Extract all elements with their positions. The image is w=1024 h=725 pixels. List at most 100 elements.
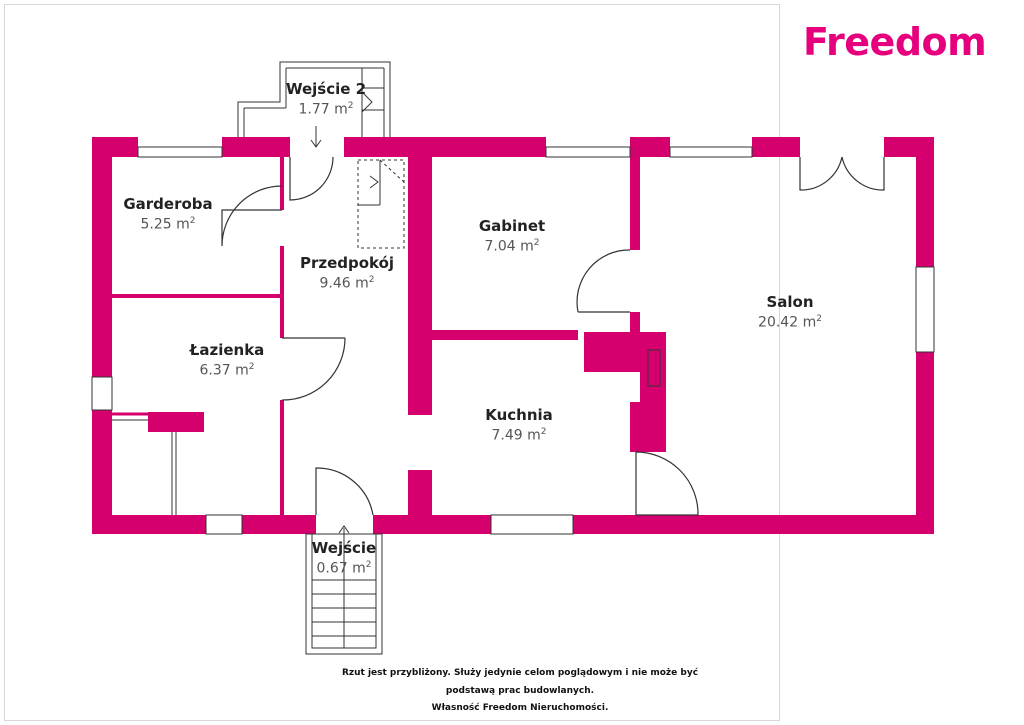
wall-hall-gabinet [408, 155, 432, 415]
wall-right-upper [916, 137, 934, 267]
window-bath-left [91, 376, 113, 411]
area-value: 7.49 m [491, 427, 541, 444]
door-kitchen-salon [635, 451, 699, 516]
door-terrace-right [841, 156, 885, 191]
stove-inner [647, 349, 661, 387]
arrow-entrance-2-head [310, 139, 322, 148]
room-name: Wejście [311, 539, 377, 557]
room-area: 1.77 m2 [286, 101, 366, 118]
area-unit-sup: 2 [540, 427, 547, 437]
area-unit-sup: 2 [248, 362, 255, 372]
window-salon-right [915, 266, 935, 353]
wall-top-mid [344, 137, 546, 157]
wall-top-left-mid [222, 137, 290, 157]
area-unit-sup: 2 [533, 238, 540, 248]
wall-kitchen-salon [630, 402, 666, 452]
door-gabinet [576, 249, 631, 313]
bathroom-fixtures [112, 349, 661, 515]
room-name: Garderoba [123, 195, 213, 213]
landing-outline [237, 61, 391, 137]
brand-logo: Freedom [803, 20, 987, 64]
area-unit-sup: 2 [368, 275, 375, 285]
walls [92, 137, 934, 534]
window-bath-bottom [205, 514, 243, 535]
window-gabinet [545, 146, 631, 158]
area-value: 5.25 m [140, 216, 190, 233]
room-name: Przedpokój [299, 254, 395, 272]
door-garderoba [221, 185, 283, 247]
room-area: 0.67 m2 [312, 560, 376, 577]
page-frame [4, 4, 780, 721]
room-kuchnia: Kuchnia 7.49 m2 [485, 406, 553, 444]
room-gabinet: Gabinet 7.04 m2 [479, 217, 545, 255]
chimney-block [584, 332, 640, 372]
window-garderoba [137, 146, 223, 158]
room-wejscie-2: Wejście 2 1.77 m2 [286, 80, 366, 118]
area-value: 6.37 m [199, 362, 249, 379]
room-area: 5.25 m2 [123, 216, 212, 233]
area-unit-sup: 2 [365, 560, 372, 570]
stairs-arrow [369, 175, 379, 189]
wall-right-lower [916, 352, 934, 534]
wall-gabinet-salon [630, 155, 640, 250]
area-value: 20.42 m [758, 314, 817, 331]
stairs-dashed-box [357, 159, 405, 249]
disclaimer-line-3: Własność Freedom Nieruchomości. [431, 703, 609, 713]
area-value: 9.46 m [319, 275, 369, 292]
room-area: 7.04 m2 [479, 238, 545, 255]
landing-entrance-2 [237, 61, 391, 137]
bath-wall [148, 412, 204, 432]
disclaimer-line-1: Rzut jest przybliżony. Służy jedynie cel… [341, 668, 699, 678]
room-lazienka: Łazienka 6.37 m2 [190, 341, 265, 379]
wall-bottom-b [242, 515, 316, 534]
wall-left-upper [92, 137, 112, 377]
windows [91, 146, 935, 535]
door-main-entrance [315, 467, 374, 516]
stairs-diag [379, 159, 405, 183]
room-wejscie: Wejście 0.67 m2 [312, 539, 376, 577]
stove-block [640, 332, 666, 402]
room-name: Wejście 2 [285, 80, 367, 98]
thin-walls [112, 157, 284, 516]
inner-stairs [357, 159, 405, 249]
room-garderoba: Garderoba 5.25 m2 [123, 195, 212, 233]
wall-gabinet-salon-low [630, 312, 640, 332]
room-area: 6.37 m2 [190, 362, 265, 379]
room-name: Łazienka [189, 341, 265, 359]
arrow-entrance-head [338, 525, 350, 534]
room-salon: Salon 20.42 m2 [758, 293, 822, 331]
window-salon-top [669, 146, 753, 158]
wall-left-lower [92, 410, 112, 534]
room-name: Salon [766, 293, 814, 311]
room-area: 20.42 m2 [758, 314, 822, 331]
wall-gabinet-kitchen [430, 330, 578, 340]
room-area: 9.46 m2 [300, 275, 394, 292]
disclaimer-line-2: podstawą prac budowlanych. [445, 686, 595, 696]
area-unit-sup: 2 [347, 101, 354, 111]
entrance-stairs [305, 525, 383, 655]
wall-top-right-a [752, 137, 800, 157]
room-name: Gabinet [478, 217, 546, 235]
room-name: Kuchnia [485, 406, 553, 424]
area-unit-sup: 2 [189, 216, 196, 226]
area-value: 1.77 m [298, 101, 348, 118]
wall-bottom-d [573, 515, 934, 534]
arrow-entrance-2 [310, 91, 373, 148]
room-area: 7.49 m2 [485, 427, 553, 444]
area-unit-sup: 2 [816, 314, 822, 324]
door-bathroom [281, 337, 346, 401]
door-entrance-2 [289, 156, 334, 201]
door-terrace-left [799, 156, 843, 191]
doors [221, 156, 885, 516]
wall-bottom-a [92, 515, 206, 534]
area-value: 0.67 m [316, 560, 366, 577]
area-value: 7.04 m [484, 238, 534, 255]
wall-top-mid-right [630, 137, 670, 157]
wall-bottom-c [373, 515, 491, 534]
wall-kitchen-stub [408, 470, 432, 518]
window-kitchen [490, 514, 574, 535]
room-przedpokoj: Przedpokój 9.46 m2 [300, 254, 394, 292]
stair-arrow-top [361, 91, 373, 113]
